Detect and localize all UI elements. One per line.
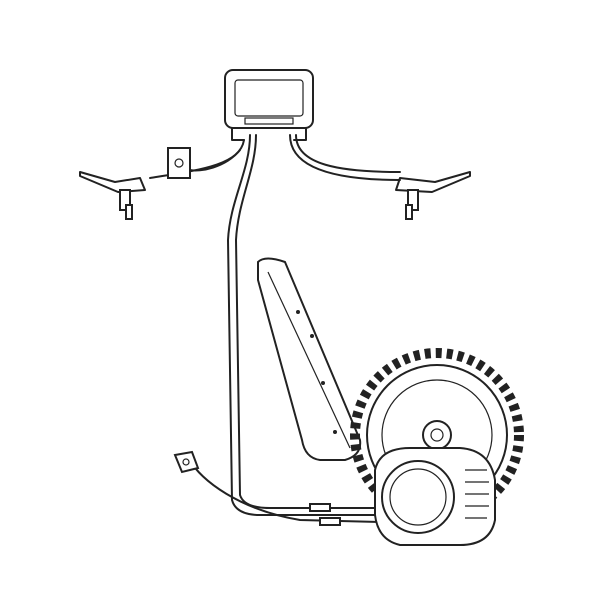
control-switch: [167, 147, 191, 179]
mid-drive-motor: [374, 447, 496, 546]
display: [224, 69, 314, 141]
left-brake-lever: [79, 171, 146, 220]
right-brake-lever: [395, 171, 471, 220]
battery: [257, 257, 362, 461]
speed-sensor: [173, 450, 200, 474]
connectors: [309, 503, 341, 526]
